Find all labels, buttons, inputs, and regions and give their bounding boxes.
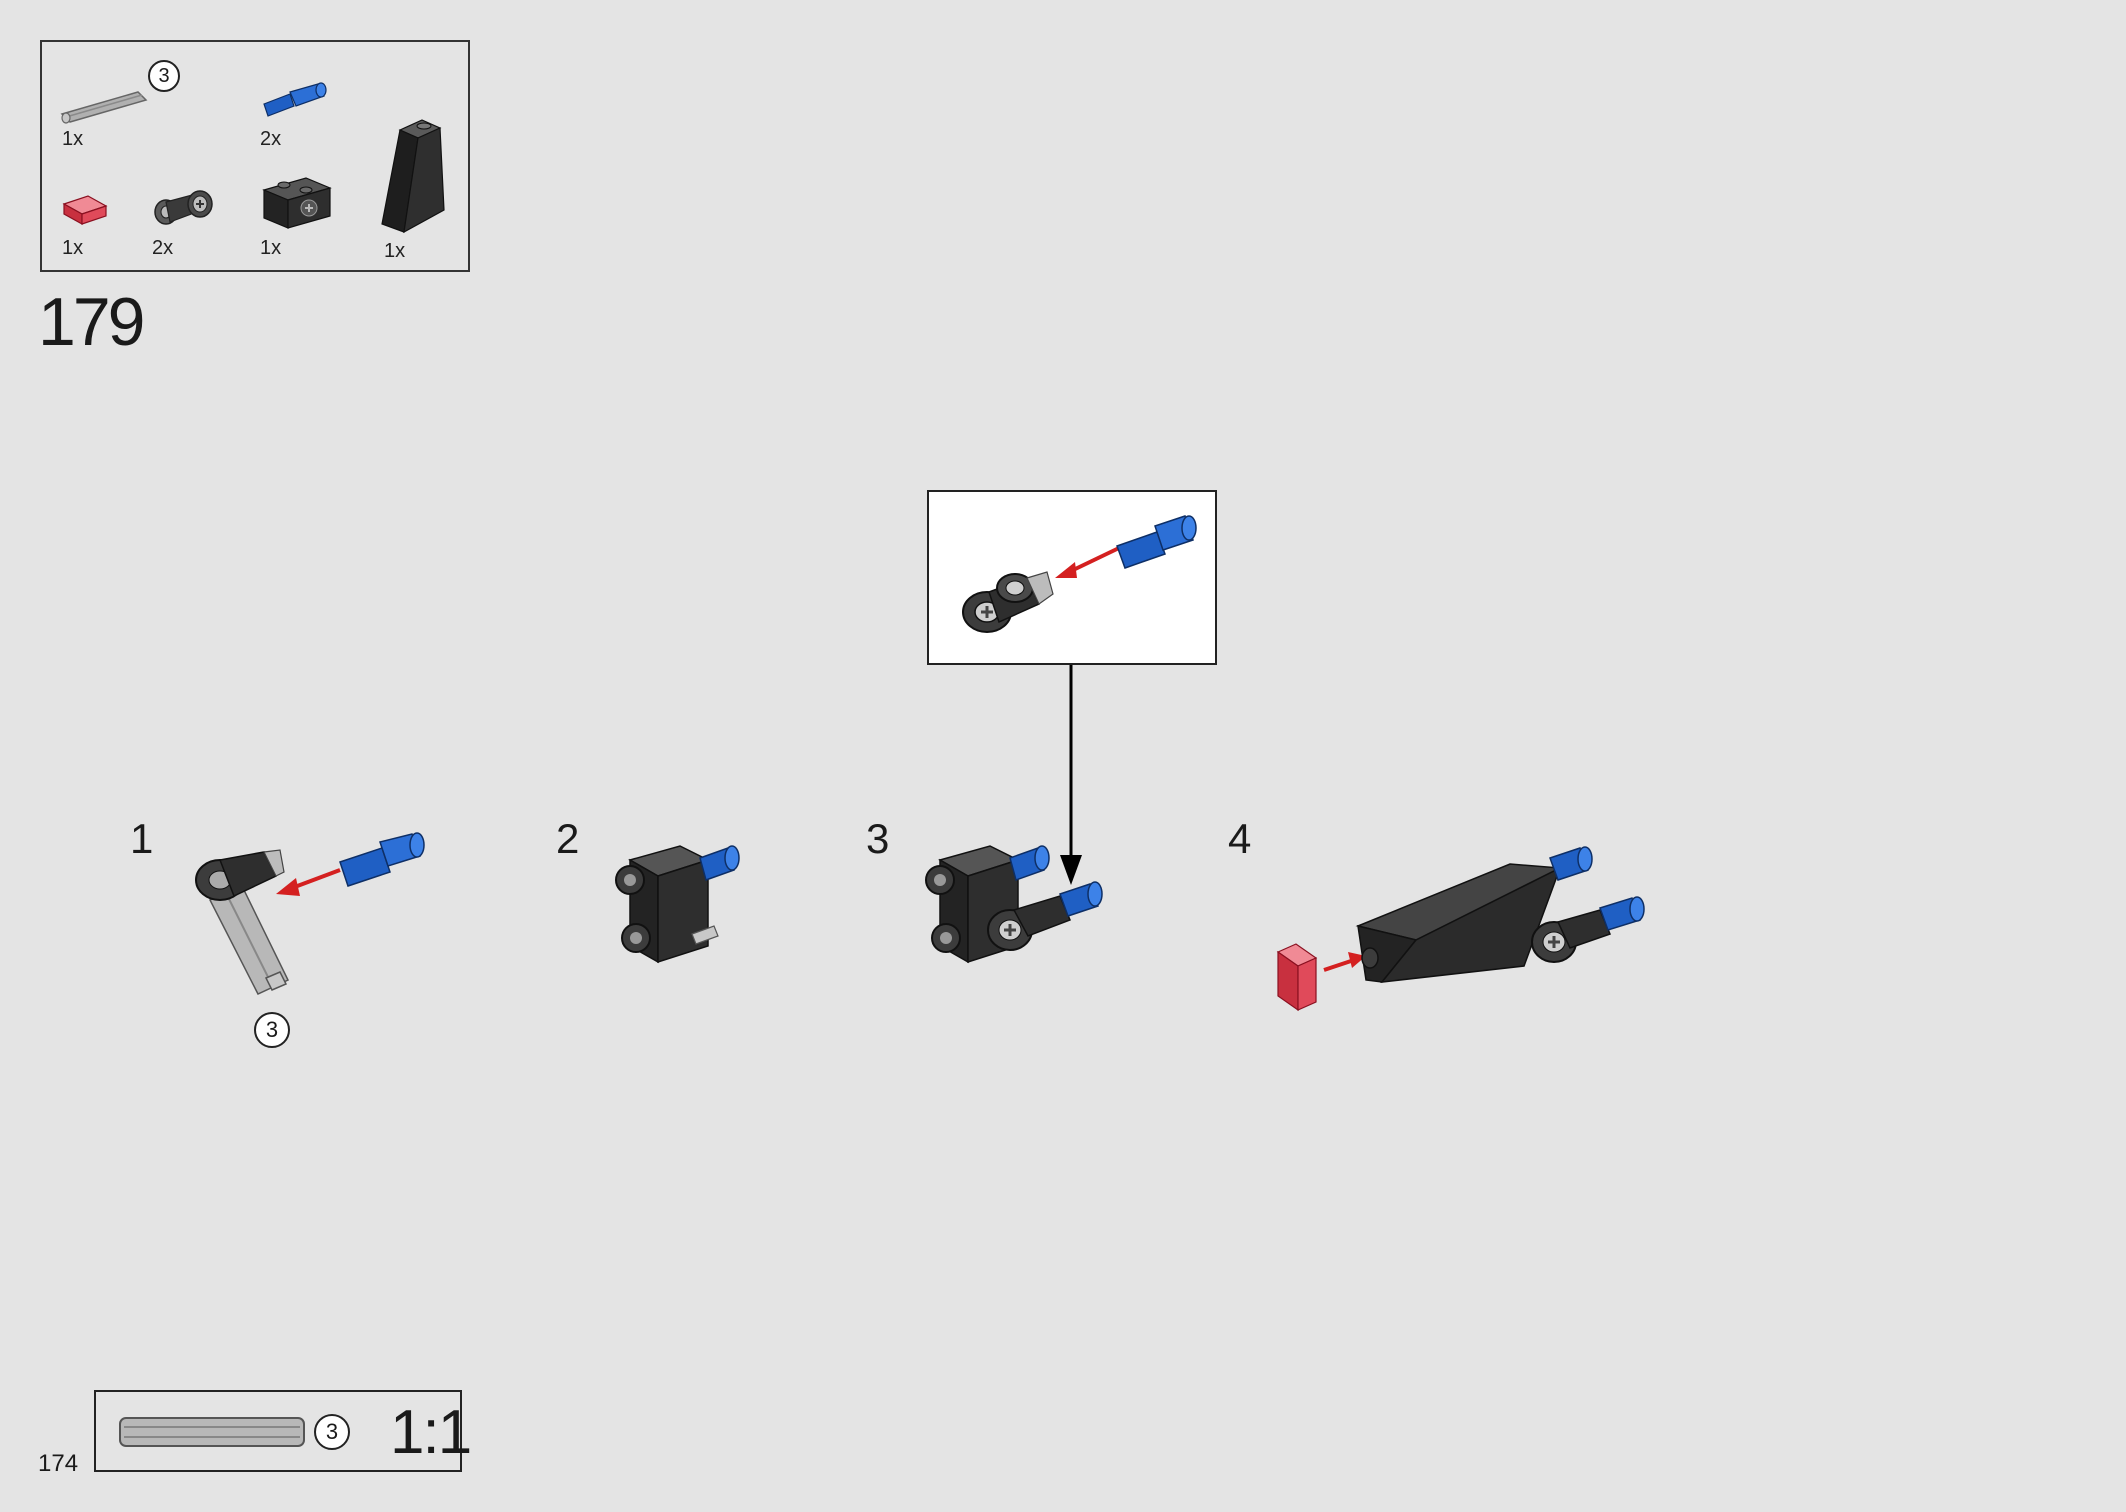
step-number: 179 <box>38 284 145 360</box>
substep-1-length-callout: 3 <box>254 1012 290 1048</box>
callout-arrow-line <box>1060 665 1082 885</box>
substep-2-illustration <box>615 845 740 964</box>
substep-4-illustration <box>1276 846 1645 1012</box>
pin-connector-part-icon <box>154 190 213 225</box>
substep-label-3: 3 <box>866 815 890 862</box>
substep-label-2: 2 <box>556 815 580 862</box>
axle-part-icon <box>60 91 148 124</box>
axle-scale-icon <box>119 1417 305 1447</box>
slope-brick-part-icon <box>381 119 445 234</box>
axle-length-callout: 3 <box>148 60 180 92</box>
scale-length-callout: 3 <box>314 1414 350 1450</box>
blue-pin-quantity: 2x <box>260 128 282 150</box>
scale-reference-box: 3 1:1 <box>94 1390 472 1472</box>
scale-ratio: 1:1 <box>390 1398 472 1467</box>
blue-pin-part-icon <box>263 82 327 117</box>
substep-3-illustration <box>925 845 1103 964</box>
page-number: 174 <box>38 1450 79 1477</box>
slope-brick-quantity: 1x <box>384 240 406 262</box>
red-tile-part-icon <box>62 195 108 226</box>
insert-arrow <box>1323 958 1355 972</box>
substep-label-1: 1 <box>130 815 154 862</box>
insert-arrow <box>1068 546 1120 574</box>
axle-quantity: 1x <box>62 128 84 150</box>
axle-hole-brick-part-icon <box>262 177 332 229</box>
sub-assembly-box <box>927 490 1217 665</box>
insert-arrow <box>291 868 341 890</box>
substep-1-illustration <box>195 832 425 995</box>
red-tile-quantity: 1x <box>62 237 84 259</box>
pin-connector-quantity: 2x <box>152 237 174 259</box>
substep-label-4: 4 <box>1228 815 1252 862</box>
parts-list-box: 3 1x 2x 1x 2x 1x 1x <box>40 40 470 272</box>
axle-hole-brick-quantity: 1x <box>260 237 282 259</box>
sub-assembly-illustration <box>962 515 1197 633</box>
